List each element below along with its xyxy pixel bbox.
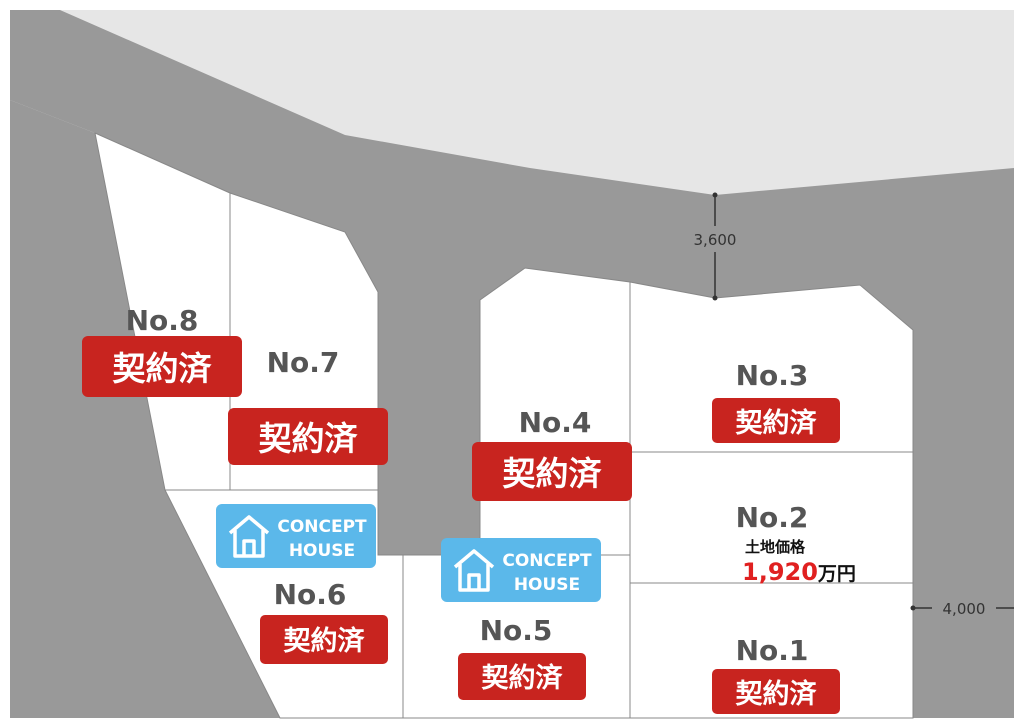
lot-5-number: No.5	[480, 614, 553, 647]
svg-text:契約済: 契約済	[482, 662, 564, 694]
svg-text:契約済: 契約済	[736, 407, 818, 439]
svg-text:CONCEPT: CONCEPT	[277, 517, 367, 537]
svg-text:契約済: 契約済	[284, 625, 366, 657]
lot-1-sold-badge: 契約済	[712, 669, 840, 714]
dimension-side-road-label: 4,000	[943, 600, 986, 618]
house-icon	[228, 515, 270, 558]
svg-text:契約済: 契約済	[736, 678, 818, 710]
lot-1-area[interactable]	[629, 582, 914, 719]
lot-3-number: No.3	[736, 359, 809, 392]
svg-text:CONCEPT: CONCEPT	[502, 551, 592, 571]
road	[10, 10, 1014, 718]
lot-2-number: No.2	[736, 501, 809, 534]
svg-text:契約済: 契約済	[113, 349, 213, 388]
svg-text:契約済: 契約済	[503, 454, 603, 493]
lot-6-number: No.6	[274, 578, 347, 611]
dimension-main-road: 3,600	[683, 192, 747, 301]
lot-1-number: No.1	[736, 634, 809, 667]
lot-7-number: No.7	[267, 346, 340, 379]
lot-7-sold-badge: 契約済	[228, 408, 388, 465]
lot-8-sold-badge: 契約済	[82, 336, 242, 397]
lot-2-price-label: 土地価格	[745, 538, 806, 556]
svg-text:HOUSE: HOUSE	[514, 575, 580, 595]
lot-8-number: No.8	[126, 304, 199, 337]
dimension-side-road: 4,000	[910, 596, 1014, 622]
lot-2-price-value: 1,920	[742, 558, 818, 586]
lot-6-sold-badge: 契約済	[260, 615, 388, 664]
lot-4-sold-badge: 契約済	[472, 442, 632, 501]
lot-4-number: No.4	[519, 406, 592, 439]
lot-2-price-unit: 万円	[817, 563, 856, 585]
lot-5-sold-badge: 契約済	[458, 653, 586, 700]
lot-3-sold-badge: 契約済	[712, 398, 840, 443]
lot-5-concept-badge: CONCEPT HOUSE	[441, 538, 601, 602]
lot-6-concept-badge: CONCEPT HOUSE	[216, 504, 376, 568]
lot-2-price: 1,920万円	[742, 558, 856, 586]
svg-text:HOUSE: HOUSE	[289, 541, 355, 561]
svg-text:契約済: 契約済	[259, 419, 359, 458]
dimension-main-road-label: 3,600	[694, 231, 737, 249]
house-icon	[453, 549, 495, 592]
